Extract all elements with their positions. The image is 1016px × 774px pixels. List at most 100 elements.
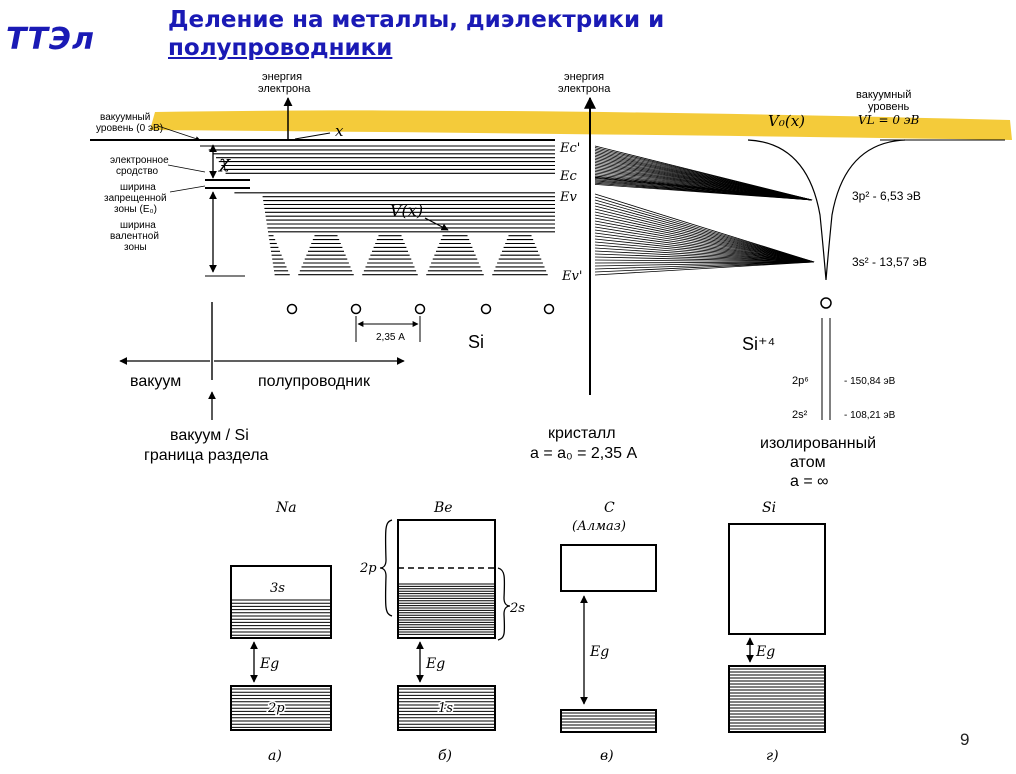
- panel-c-gap-label: Eg: [589, 644, 609, 660]
- leader-1: [167, 164, 206, 173]
- panel-si-caption: г): [766, 748, 779, 764]
- page-number: 9: [960, 730, 970, 749]
- x-symbol: x: [335, 122, 344, 140]
- fan-line: [594, 241, 815, 263]
- panel-na-lower-lines: [232, 688, 330, 728]
- valence-width-2: валентной: [110, 231, 159, 242]
- atom-potential-curve: [747, 139, 906, 281]
- vacuum-level-left-1: вакуумный: [100, 112, 150, 123]
- fan-line: [594, 250, 815, 263]
- si-label: Si: [468, 332, 484, 352]
- valence-width-3: зоны: [124, 242, 147, 253]
- panel-na-gap-label: Eg: [259, 656, 279, 672]
- fan-line: [594, 202, 815, 263]
- fan-line: [594, 229, 815, 263]
- electron-affinity-2: сродство: [116, 166, 159, 177]
- valence-width-1: ширина: [120, 220, 156, 231]
- fan-line: [594, 220, 815, 263]
- panel-c-lower-lines: [562, 712, 655, 729]
- slide-title: Деление на металлы, диэлектрики и полупр…: [168, 6, 664, 62]
- atom-level-3s: 3s² - 13,57 эВ: [852, 255, 927, 269]
- panel-be-upper-band: [397, 519, 496, 639]
- electron-affinity-1: электронное: [110, 155, 169, 166]
- fan-line: [594, 247, 815, 263]
- panel-be-gap-label: Eg: [425, 656, 445, 672]
- crystal-lattice: a = a₀ = 2,35 А: [530, 445, 637, 462]
- level-ec: Ec: [559, 169, 577, 184]
- vacuum-level-left-2: уровень (0 эВ): [96, 123, 163, 134]
- level-ev: Ev: [559, 190, 577, 205]
- fan-line: [594, 196, 815, 263]
- isolated-atom-2: атом: [790, 454, 826, 471]
- panel-c-caption: в): [600, 748, 614, 764]
- core-2s-orbital: 2s²: [792, 409, 808, 421]
- band-gap-2: запрещенной: [104, 193, 167, 204]
- panel-be-lower-lines: [399, 688, 494, 728]
- fan-line: [594, 261, 815, 267]
- energy-label-left-1: энергия: [262, 71, 302, 83]
- band-gap-3: зоны (E₀): [114, 204, 157, 215]
- panel-be-caption: б): [438, 748, 452, 764]
- leader-2: [169, 185, 206, 193]
- vacuum-level-right-2: уровень: [868, 101, 910, 113]
- panel-c-subtitle: (Алмаз): [572, 519, 626, 534]
- title-line-2: полупроводники: [168, 35, 393, 61]
- fan-line: [594, 253, 815, 263]
- panel-na-element: Na: [275, 500, 297, 516]
- fan-line: [594, 261, 815, 270]
- fan-line: [594, 261, 815, 264]
- vl-label: VL = 0 эВ: [858, 113, 919, 127]
- fan-line: [594, 261, 815, 273]
- panel-be-2p-brace: [379, 519, 393, 617]
- leader-3: [157, 125, 201, 141]
- panel-c-element: C: [604, 500, 615, 516]
- energy-label-center-2: электрона: [558, 83, 611, 95]
- title-line-1: Деление на металлы, диэлектрики и: [168, 7, 665, 33]
- level-ec-prime: Ec': [559, 141, 580, 156]
- fan-line: [594, 259, 815, 263]
- panel-si-lower-lines: [730, 668, 824, 730]
- panel-na-caption: а): [268, 748, 282, 764]
- highlight-stroke: [150, 110, 1012, 140]
- fan-line: [594, 214, 815, 263]
- interface-label-2: граница раздела: [144, 447, 269, 464]
- vx-arrow: [424, 217, 449, 231]
- panel-be-2s-label: 2s: [509, 601, 525, 616]
- panel-c-upper-band: [560, 544, 657, 592]
- panel-na-upper-band: [230, 565, 332, 639]
- chi-symbol: χ: [217, 152, 231, 173]
- core-2p-orbital: 2p⁶: [792, 375, 809, 387]
- semiconductor-band-lines: [200, 145, 555, 276]
- panel-na-lower-label: 2p: [267, 701, 285, 716]
- level-ev-prime: Ev': [561, 269, 582, 284]
- spacing-label: 2,35 А: [376, 332, 405, 343]
- fan-line: [594, 223, 815, 263]
- energy-label-left-2: электрона: [258, 83, 311, 95]
- si4-label: Si⁺⁴: [742, 334, 775, 354]
- fan-line: [594, 261, 815, 276]
- fan-line: [594, 238, 815, 263]
- fan-line: [594, 256, 815, 263]
- isolated-atom-circle: [820, 297, 832, 309]
- vacuum-level-right-1: вакуумный: [856, 89, 911, 101]
- panel-be-element: Be: [433, 500, 453, 516]
- fan-line: [594, 193, 815, 263]
- interface-label-1: вакуум / Si: [170, 427, 249, 444]
- fan-line: [594, 208, 815, 263]
- panel-si-upper-band: [728, 523, 826, 635]
- panel-si-gap-label: Eg: [755, 644, 775, 660]
- band-gap-1: ширина: [120, 182, 156, 193]
- panel-be-2s-brace: [497, 567, 511, 641]
- energy-label-center-1: энергия: [564, 71, 604, 83]
- semiconductor-word: полупроводник: [258, 373, 371, 390]
- panel-na-filled-lines: [232, 599, 330, 636]
- isolated-atom-3: a = ∞: [790, 473, 829, 490]
- vx-label: V(x): [390, 201, 423, 220]
- fan-line: [594, 199, 815, 263]
- panel-si-element: Si: [762, 500, 776, 516]
- panel-be-lower-label: 1s: [438, 701, 453, 716]
- v0-label: V₀(x): [768, 112, 805, 130]
- band-fan-lines: [594, 145, 815, 276]
- panel-be-2p-label: 2p: [359, 561, 377, 576]
